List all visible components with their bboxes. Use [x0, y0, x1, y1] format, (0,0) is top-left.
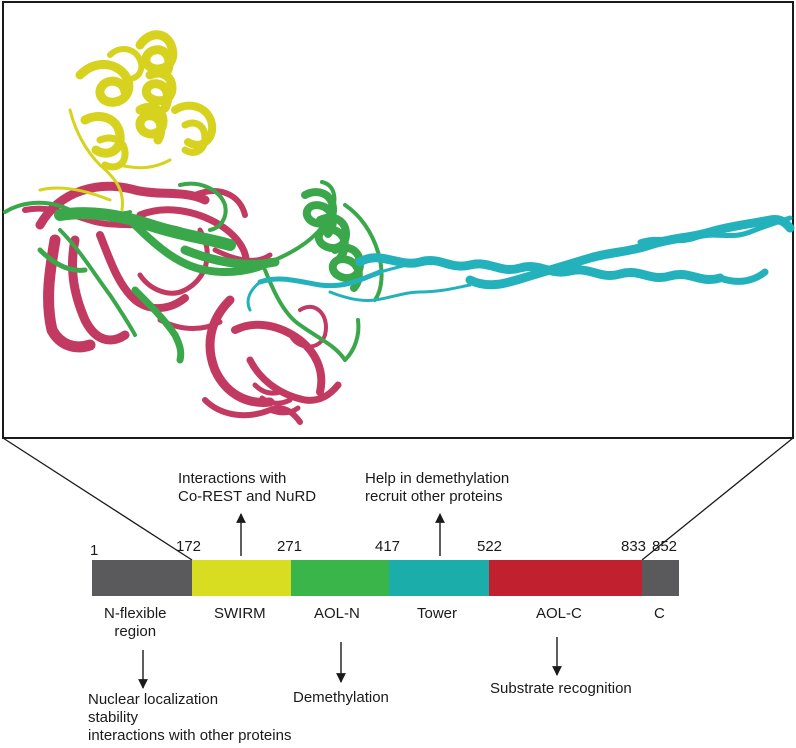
- aol-n-ribbon: [3, 180, 384, 364]
- zoom-line-left: [2, 437, 193, 561]
- protein-structure-image: [3, 30, 795, 425]
- n-flexible-segment: [92, 560, 192, 596]
- position-aol-c-start: 522: [477, 538, 503, 555]
- annotation-aol-n-function: Demethylation: [293, 689, 389, 706]
- aol-n-segment: [291, 560, 389, 596]
- domain-label-tower: Tower: [417, 605, 458, 622]
- domain-label-c: C: [654, 605, 665, 622]
- swirm-segment: [192, 560, 291, 596]
- swirm-ribbon: [38, 30, 217, 212]
- position-end: 852: [652, 538, 678, 555]
- domain-label-aol-n: AOL-N: [314, 605, 360, 622]
- annotation-n-flexible-function: Nuclear localization stability interacti…: [88, 691, 292, 744]
- annotation-tower-function: Help in demethylation recruit other prot…: [365, 470, 510, 505]
- position-swirm-start: 172: [176, 538, 202, 555]
- position-aol-n-start: 271: [277, 538, 303, 555]
- zoom-line-right: [641, 437, 794, 561]
- domain-label-n-flexible: N-flexible region: [104, 605, 167, 640]
- annotation-aol-c-function: Substrate recognition: [490, 680, 632, 697]
- domain-label-aol-c: AOL-C: [536, 605, 582, 622]
- annotation-swirm-function: Interactions with Co-REST and NuRD: [178, 470, 317, 505]
- aol-c-segment: [489, 560, 642, 596]
- tower-ribbon: [246, 215, 795, 312]
- c-terminal-segment: [642, 560, 679, 596]
- tower-segment: [389, 560, 489, 596]
- position-tower-start: 417: [375, 538, 401, 555]
- position-c-start: 833: [621, 538, 647, 555]
- domain-label-swirm: SWIRM: [214, 605, 266, 622]
- position-start: 1: [90, 542, 99, 559]
